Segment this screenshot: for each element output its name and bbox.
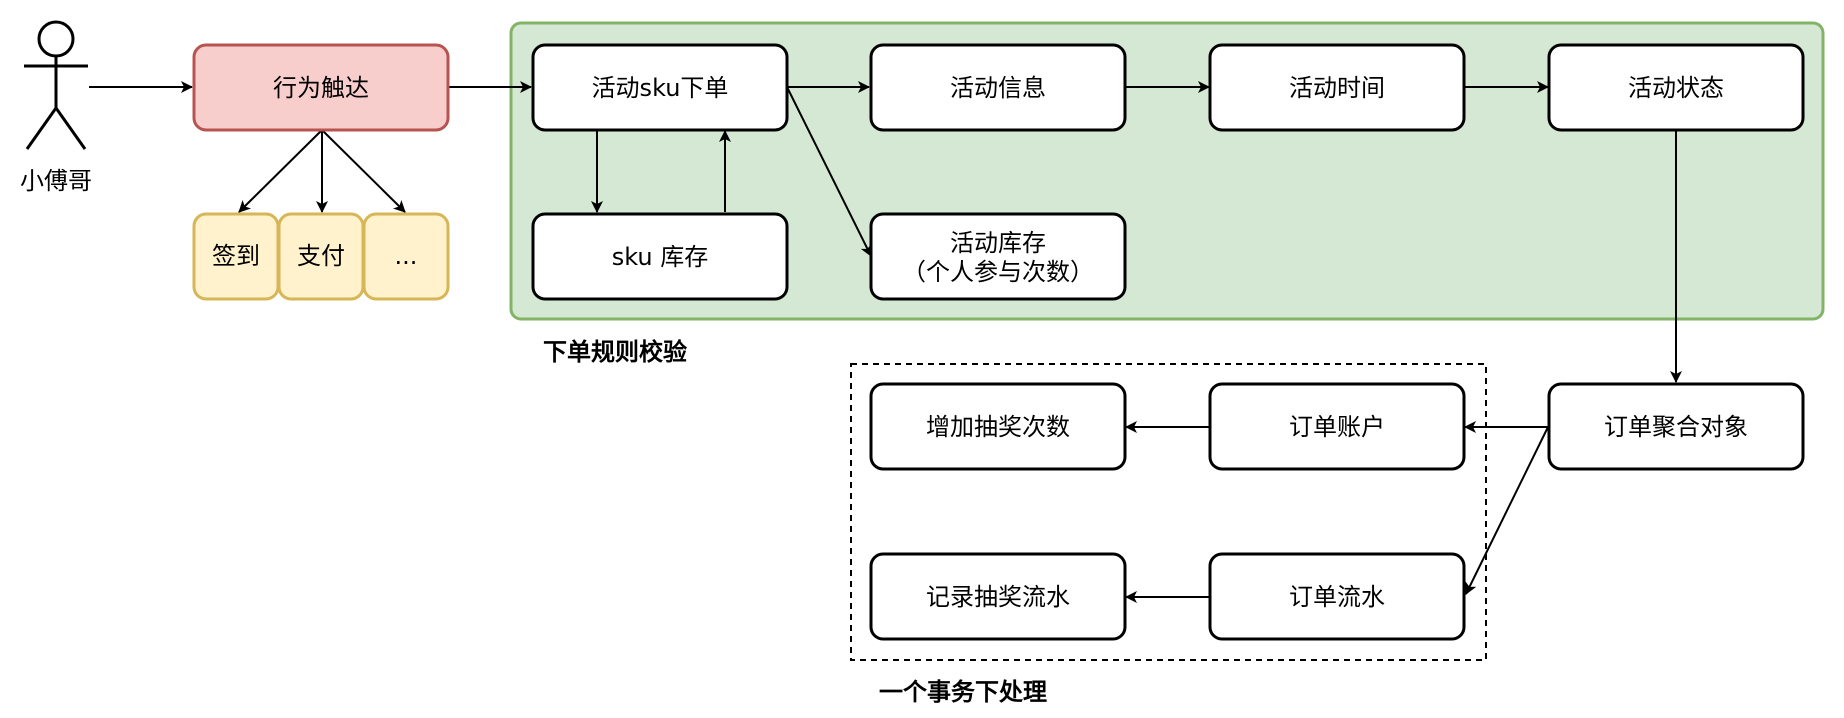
channel-label: 签到 (212, 242, 260, 270)
edge-trigger-to-more (321, 129, 406, 213)
node-label: 活动sku下单 (592, 74, 729, 102)
transaction-group-container (850, 363, 1487, 661)
node-label: 订单聚合对象 (1604, 413, 1748, 441)
node-label-line2: （个人参与次数） (902, 258, 1094, 286)
order-rule-group-label: 下单规则校验 (543, 338, 687, 366)
actor-left-leg (25, 107, 58, 150)
node-label-line1: 活动库存 (950, 229, 1046, 257)
actor-head-icon (37, 20, 75, 58)
channel-label: ... (395, 242, 418, 270)
node-activity-info[interactable]: 活动信息 (869, 43, 1127, 132)
node-order-flow[interactable]: 订单流水 (1208, 552, 1466, 641)
transaction-group-label: 一个事务下处理 (879, 678, 1047, 706)
edge-aggregate-to-flow (1465, 426, 1549, 595)
actor-right-leg (54, 107, 87, 150)
channel-node-pay[interactable]: 支付 (277, 212, 365, 301)
channel-node-signin[interactable]: 签到 (192, 212, 280, 301)
node-label: 订单账户 (1289, 413, 1385, 441)
node-activity-stock[interactable]: 活动库存 （个人参与次数） (869, 212, 1127, 301)
node-label: 订单流水 (1289, 583, 1385, 611)
channel-node-more[interactable]: ... (362, 212, 450, 301)
node-order-aggregate[interactable]: 订单聚合对象 (1547, 382, 1805, 471)
node-add-draw-count[interactable]: 增加抽奖次数 (869, 382, 1127, 471)
trigger-label: 行为触达 (273, 74, 369, 102)
order-rule-group-container (509, 21, 1825, 321)
node-order-account[interactable]: 订单账户 (1208, 382, 1466, 471)
node-record-draw-flow[interactable]: 记录抽奖流水 (869, 552, 1127, 641)
node-label: 增加抽奖次数 (926, 413, 1070, 441)
actor-label: 小傅哥 (20, 167, 92, 195)
node-label: 记录抽奖流水 (926, 583, 1070, 611)
node-label: 活动时间 (1289, 74, 1385, 102)
node-activity-sku-order[interactable]: 活动sku下单 (531, 43, 789, 132)
node-label: 活动状态 (1628, 74, 1724, 102)
actor-figure (24, 20, 88, 150)
node-sku-stock[interactable]: sku 库存 (531, 212, 789, 301)
edge-trigger-to-signin (238, 129, 323, 213)
channel-label: 支付 (297, 242, 345, 270)
node-activity-time[interactable]: 活动时间 (1208, 43, 1466, 132)
node-activity-status[interactable]: 活动状态 (1547, 43, 1805, 132)
edge-sku-order-to-activity-stock (786, 86, 872, 257)
node-label: sku 库存 (612, 243, 709, 271)
node-label: 活动信息 (950, 74, 1046, 102)
trigger-node[interactable]: 行为触达 (192, 43, 450, 132)
